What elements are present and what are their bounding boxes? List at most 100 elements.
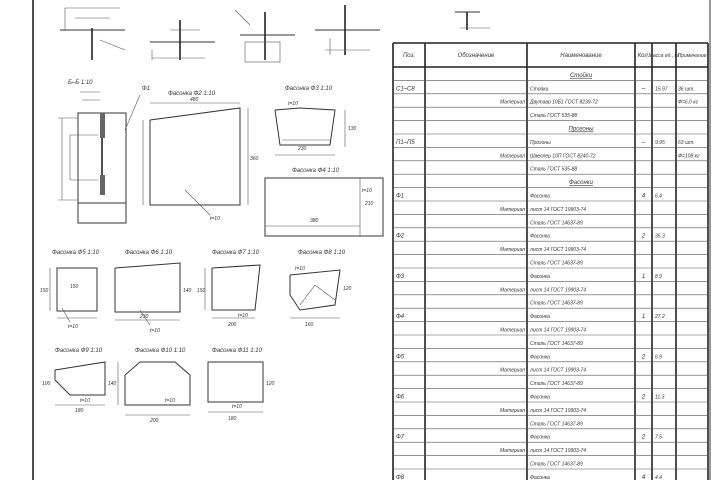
svg-text:t=10: t=10: [295, 266, 305, 272]
table-cell-mass: 8.9: [655, 274, 662, 280]
svg-text:230: 230: [139, 314, 149, 320]
svg-text:210: 210: [364, 201, 374, 207]
svg-text:t=10: t=10: [210, 216, 220, 222]
svg-text:t=10: t=10: [362, 188, 372, 194]
table-section-title: Фасонки: [569, 180, 594, 186]
table-cell-mass: 15.97: [655, 86, 668, 92]
table-cell-quantity: 1: [642, 274, 645, 280]
table-cell-position: Ф3: [396, 274, 405, 280]
svg-text:t=10: t=10: [232, 404, 242, 410]
table-header-cell: Наименование: [560, 53, 602, 59]
table-cell-name: Сталь ГОСТ 14637-89: [530, 421, 583, 427]
detail-f6: Фасонка Ф6 1:10 230 140 t=10: [114, 250, 192, 334]
table-cell-designation: Материал: [500, 153, 525, 159]
table-cell-name: лист 14 ГОСТ 19903-74: [529, 448, 586, 454]
table-header-cell: Поз.: [403, 53, 415, 59]
table-cell-position: С1–С8: [396, 86, 415, 92]
table-cell-position: Ф7: [396, 435, 405, 441]
table-cell-position: Ф5: [396, 354, 405, 360]
table-cell-quantity: 2: [641, 395, 646, 401]
table-cell-quantity: 2: [641, 435, 646, 441]
detail-title: Фасонка Ф5 1:10: [52, 250, 100, 256]
table-cell-position: Ф8: [396, 475, 405, 480]
svg-text:120: 120: [266, 381, 275, 387]
table-cell-quantity: 4: [642, 194, 646, 200]
svg-text:160: 160: [305, 322, 314, 328]
table-cell-mass: 6.9: [655, 354, 662, 360]
table-header-cell: Масса ед., кг: [649, 53, 680, 59]
section-b-b: Б–Б 1:10 Ф1: [58, 80, 150, 224]
detail-f7: Фасонка Ф7 1:10 150 200 t=10: [197, 250, 261, 328]
svg-text:150: 150: [197, 288, 206, 294]
table-cell-position: Ф6: [396, 395, 405, 401]
table-cell-name: Фасонка: [530, 314, 550, 320]
table-cell-note: Ф=108 кг: [678, 153, 700, 159]
table-cell-mass: 4.4: [655, 475, 662, 480]
table-cell-name: Фасонка: [530, 475, 550, 480]
detail-f3: Фасонка Ф3 1:10 230 130 t=10: [274, 86, 357, 156]
svg-text:480: 480: [190, 97, 199, 103]
table-cell-name: Сталь ГОСТ 535-88: [530, 167, 577, 173]
table-cell-name: Фасонка: [530, 234, 550, 240]
table-cell-designation: Материал: [500, 287, 525, 293]
table-cell-name: лист 14 ГОСТ 19903-74: [529, 207, 586, 213]
detail-f5: Фасонка Ф5 1:10 150 150 t=10: [40, 250, 100, 330]
svg-text:100: 100: [42, 381, 51, 387]
svg-text:180: 180: [75, 408, 84, 414]
table-cell-name: Стойки: [530, 85, 549, 92]
section-mark: Ф1: [142, 86, 150, 92]
table-cell-position: Ф1: [396, 194, 404, 200]
table-cell-position: Ф4: [396, 314, 405, 320]
svg-text:t=10: t=10: [238, 313, 248, 319]
table-cell-designation: Материал: [500, 368, 525, 374]
table-cell-mass: 35.3: [655, 234, 665, 240]
svg-text:140: 140: [108, 381, 117, 387]
tee-symbol: [455, 11, 490, 30]
table-cell-mass: 11.3: [655, 395, 665, 401]
svg-text:200: 200: [149, 418, 159, 424]
detail-title: Фасонка Ф6 1:10: [125, 250, 173, 256]
table-cell-name: Сталь ГОСТ 14637-89: [530, 462, 583, 468]
table-cell-name: Фасонка: [530, 395, 550, 401]
joint-sketch-4: [315, 5, 380, 55]
detail-f9: Фасонка Ф9 1:10 180 100 t=10: [42, 348, 106, 414]
detail-f8: Фасонка Ф8 1:10 160 120 t=10: [289, 250, 352, 328]
table-section-title: Стойки: [570, 72, 593, 79]
table-cell-position: П1–П5: [396, 140, 415, 146]
table-cell-name: Сталь ГОСТ 14637-89: [530, 341, 583, 347]
svg-text:360: 360: [250, 156, 259, 162]
table-cell-name: Сталь ГОСТ 14637-89: [530, 261, 583, 267]
table-cell-name: лист 14 ГОСТ 19903-74: [529, 287, 586, 293]
table-cell-name: Фасонка: [530, 194, 550, 200]
table-cell-name: Фасонка: [530, 274, 550, 280]
table-cell-quantity: –: [641, 140, 646, 146]
svg-text:180: 180: [228, 416, 237, 422]
table-cell-name: Прогоны: [530, 140, 551, 146]
table-cell-name: лист 14 ГОСТ 19903-74: [529, 328, 586, 334]
svg-text:150: 150: [70, 284, 79, 290]
detail-title: Фасонка Ф3 1:10: [285, 86, 333, 92]
table-cell-mass: 9.95: [655, 140, 665, 146]
table-cell-mass: 6.4: [655, 194, 662, 200]
svg-text:t=10: t=10: [165, 398, 175, 404]
detail-f10: Фасонка Ф10 1:10 200 140 t=10: [108, 348, 191, 424]
detail-title: Фасонка Ф10 1:10: [135, 348, 186, 354]
detail-f11: Фасонка Ф11 1:10 180 120 t=10: [207, 348, 275, 422]
detail-title: Фасонка Ф11 1:10: [212, 348, 263, 354]
svg-text:140: 140: [183, 288, 192, 294]
table-cell-name: лист 14 ГОСТ 19903-74: [529, 247, 586, 253]
svg-text:200: 200: [227, 322, 237, 328]
table-cell-mass: 27.2: [654, 314, 665, 320]
table-header-cell: Обозначение: [458, 53, 495, 59]
table-cell-designation: Материал: [500, 247, 525, 253]
table-cell-designation: Материал: [500, 328, 525, 334]
table-cell-quantity: 4: [642, 475, 646, 480]
table-cell-quantity: 2: [641, 234, 646, 240]
detail-f2: Фасонка Ф2 1:10 480 360 t=10: [142, 91, 259, 222]
table-cell-designation: Материал: [500, 100, 525, 106]
table-cell-quantity: 2: [641, 354, 646, 360]
svg-text:130: 130: [348, 126, 357, 132]
table-cell-designation: Материал: [500, 408, 525, 414]
